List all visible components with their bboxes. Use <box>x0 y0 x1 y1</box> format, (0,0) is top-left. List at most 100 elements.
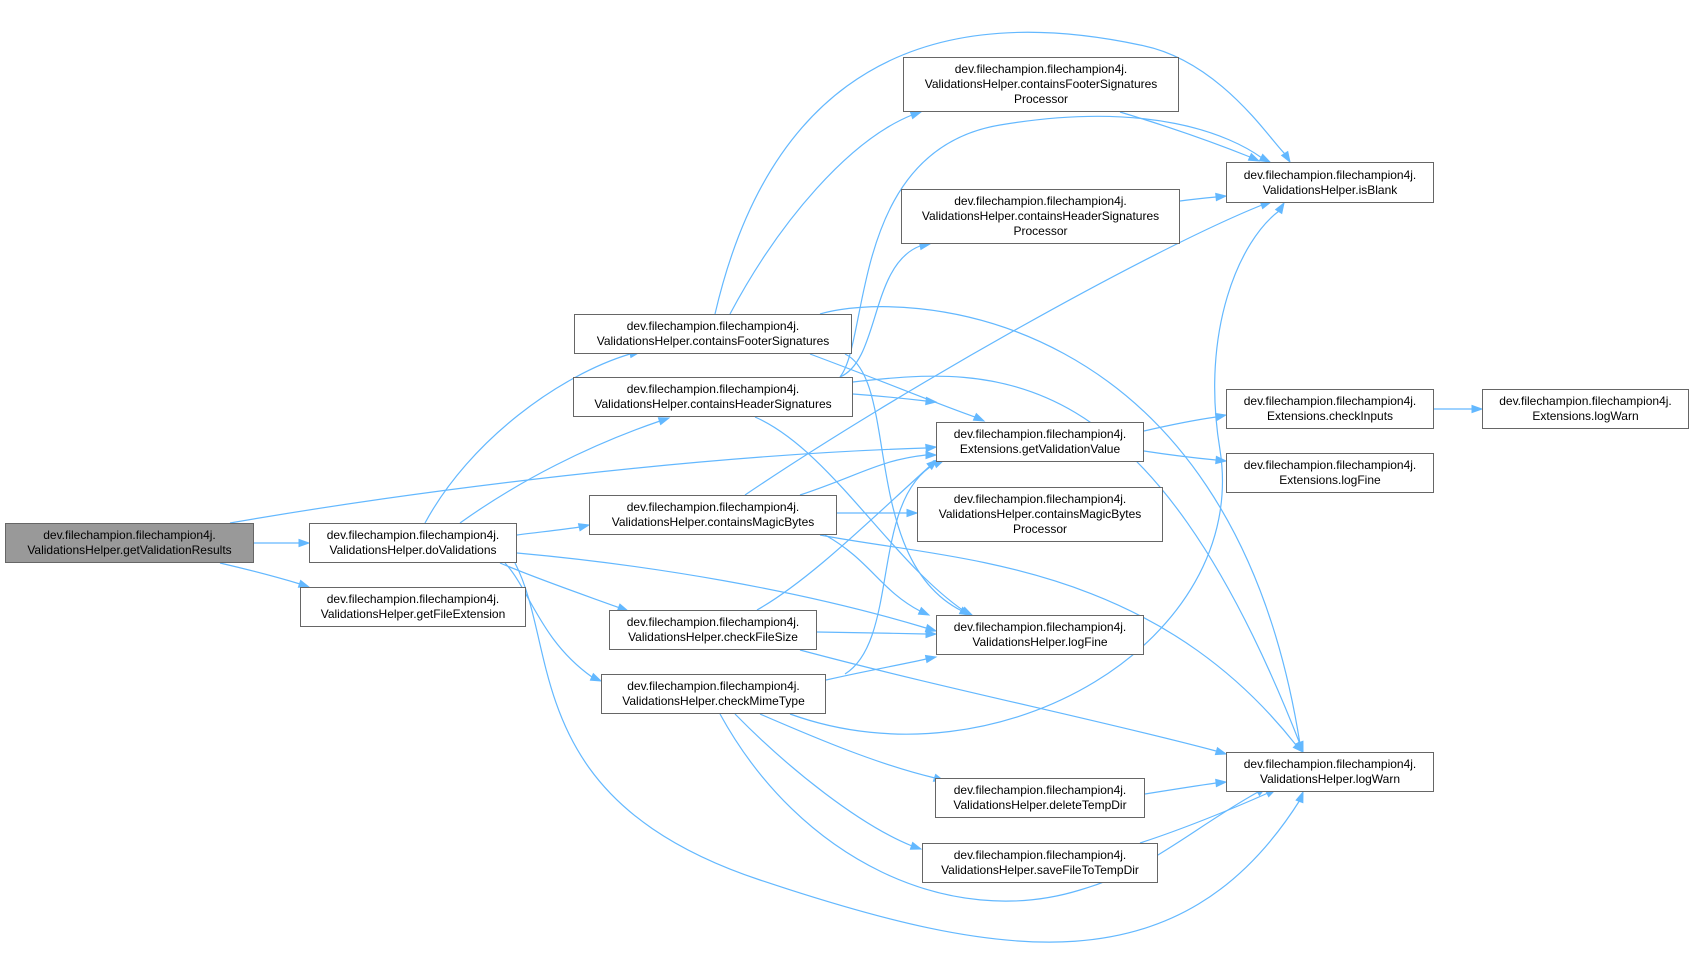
node-label-line2: Extensions.checkInputs <box>1266 409 1394 423</box>
edge-containsMagicBytes-containsMagicBytesProcessor <box>837 508 919 518</box>
edge-arrowhead <box>1215 455 1228 465</box>
edge-arrowhead <box>972 412 986 422</box>
edge-getValidationValue-logFineExt <box>1143 450 1228 465</box>
edge-doValidations-checkMimeType <box>504 562 603 682</box>
node-getValidationValue[interactable]: dev.filechampion.filechampion4j. Extensi… <box>936 422 1144 462</box>
node-label-line3: Processor <box>1013 224 1068 238</box>
node-containsMagicBytes[interactable]: dev.filechampion.filechampion4j. Validat… <box>589 495 837 535</box>
node-checkFileSize[interactable]: dev.filechampion.filechampion4j. Validat… <box>609 610 817 650</box>
edge-line <box>734 713 913 847</box>
node-containsHeaderSignaturesProcessor[interactable]: dev.filechampion.filechampion4j. Validat… <box>901 189 1180 244</box>
node-label-line2: ValidationsHelper.getFileExtension <box>320 607 506 621</box>
node-label-line3: Processor <box>1013 92 1069 106</box>
edge-line <box>229 447 927 524</box>
edge-arrowhead <box>1292 741 1305 754</box>
edge-line <box>799 454 927 496</box>
node-containsFooterSignaturesProcessor[interactable]: dev.filechampion.filechampion4j. Validat… <box>903 57 1179 112</box>
edge-arrowhead <box>1214 412 1228 422</box>
edge-arrowhead <box>298 538 311 548</box>
edge-containsMagicBytes-getValidationValue <box>799 450 938 496</box>
edge-containsMagicBytes-logWarnVH <box>819 534 1305 754</box>
node-label-line2: ValidationsHelper.deleteTempDir <box>953 798 1127 812</box>
node-logFineVH[interactable]: dev.filechampion.filechampion4j. Validat… <box>936 615 1144 655</box>
edge-getValidationResults-getFileExtension <box>219 562 311 588</box>
edge-checkFileSize-logWarnVH <box>799 649 1228 756</box>
node-logFineExt[interactable]: dev.filechampion.filechampion4j. Extensi… <box>1226 453 1434 493</box>
node-saveFileToTempDir[interactable]: dev.filechampion.filechampion4j. Validat… <box>922 843 1158 883</box>
node-checkMimeType[interactable]: dev.filechampion.filechampion4j. Validat… <box>601 674 826 714</box>
node-label-line2: ValidationsHelper.containsMagicBytes <box>938 507 1142 521</box>
edge-arrowhead <box>925 396 938 406</box>
node-containsFooterSignatures[interactable]: dev.filechampion.filechampion4j. Validat… <box>574 314 852 354</box>
node-label-line2: ValidationsHelper.logWarn <box>1259 772 1401 786</box>
edge-line <box>744 204 1263 496</box>
node-label-line2: ValidationsHelper.logFine <box>972 635 1108 649</box>
edge-arrowhead <box>1274 201 1285 215</box>
edge-line <box>1119 111 1251 158</box>
edge-line <box>844 353 963 612</box>
edge-line <box>719 713 1259 902</box>
node-containsHeaderSignatures[interactable]: dev.filechampion.filechampion4j. Validat… <box>573 377 853 417</box>
node-label-line1: dev.filechampion.filechampion4j. <box>1243 167 1417 182</box>
node-label-line1: dev.filechampion.filechampion4j. <box>954 62 1128 76</box>
edge-arrowhead <box>589 672 603 682</box>
edge-doValidations-logWarnVH <box>514 562 1304 943</box>
edge-containsMagicBytes-isBlank <box>744 201 1273 496</box>
edge-containsHeaderSignatures-containsHeaderSignaturesProcessor <box>839 241 932 378</box>
edge-line <box>516 552 927 629</box>
edge-arrowhead <box>925 443 938 453</box>
node-label-line2: Extensions.logWarn <box>1532 409 1639 423</box>
node-containsMagicBytesProcessor[interactable]: dev.filechampion.filechampion4j. Validat… <box>917 487 1163 542</box>
edge-line <box>729 114 913 315</box>
edge-line <box>825 658 927 681</box>
node-checkInputs[interactable]: dev.filechampion.filechampion4j. Extensi… <box>1226 389 1434 429</box>
edge-arrowhead <box>1214 746 1228 756</box>
node-label-line2: ValidationsHelper.checkFileSize <box>628 630 798 644</box>
edge-containsMagicBytes-logFineVH <box>824 534 931 616</box>
node-label-line1: dev.filechampion.filechampion4j. <box>626 382 800 396</box>
node-label-line1: dev.filechampion.filechampion4j. <box>1243 394 1417 408</box>
node-label-line2: ValidationsHelper.containsHeaderSignatur… <box>594 397 832 411</box>
edge-checkMimeType-saveFileToTempDir <box>734 713 923 850</box>
node-getValidationResults: dev.filechampion.filechampion4j. Validat… <box>5 523 254 563</box>
node-logWarnExt[interactable]: dev.filechampion.filechampion4j. Extensi… <box>1482 389 1689 429</box>
node-getFileExtension[interactable]: dev.filechampion.filechampion4j. Validat… <box>300 587 526 627</box>
edge-line <box>809 353 976 418</box>
node-label-line2: ValidationsHelper.containsFooterSignatur… <box>596 334 830 348</box>
node-label-line1: dev.filechampion.filechampion4j. <box>626 500 800 514</box>
edge-line <box>1139 792 1269 844</box>
node-logWarnVH[interactable]: dev.filechampion.filechampion4j. Validat… <box>1226 752 1434 792</box>
node-isBlank[interactable]: dev.filechampion.filechampion4j. Validat… <box>1226 162 1434 203</box>
node-doValidations[interactable]: dev.filechampion.filechampion4j. Validat… <box>309 523 517 563</box>
edge-line <box>516 526 581 536</box>
node-label-line2: ValidationsHelper.containsMagicBytes <box>611 515 815 529</box>
edge-line <box>824 534 921 612</box>
edge-checkInputs-logWarnExt <box>1434 404 1484 414</box>
node-label-line1: dev.filechampion.filechampion4j. <box>953 492 1127 506</box>
node-deleteTempDir[interactable]: dev.filechampion.filechampion4j. Validat… <box>935 778 1145 818</box>
node-label-line2: ValidationsHelper.doValidations <box>329 543 497 557</box>
edge-containsFooterSignatures-containsFooterSignaturesProcessor <box>729 111 923 315</box>
edge-arrowhead <box>1215 192 1228 202</box>
node-label-line1: dev.filechampion.filechampion4j. <box>1499 394 1672 408</box>
edge-containsFooterSignatures-logFineVH <box>844 353 972 616</box>
edge-line <box>844 463 936 675</box>
edge-containsHeaderSignatures-isBlank <box>839 115 1272 378</box>
edge-getValidationValue-checkInputs <box>1143 412 1228 432</box>
node-label-line2: ValidationsHelper.isBlank <box>1262 182 1398 197</box>
edge-arrowhead <box>657 417 671 426</box>
edge-line <box>514 562 1301 943</box>
edge-deleteTempDir-logWarnVH <box>1144 778 1228 795</box>
node-label-line1: dev.filechampion.filechampion4j. <box>626 319 800 333</box>
edge-line <box>756 465 931 611</box>
node-label-line2: ValidationsHelper.containsFooterSignatur… <box>924 77 1158 91</box>
edge-arrowhead <box>906 508 919 518</box>
edge-arrowhead <box>1295 790 1304 804</box>
edge-checkFileSize-logFineVH <box>816 629 938 639</box>
edge-doValidations-containsHeaderSignatures <box>459 417 671 524</box>
edge-line <box>819 534 1297 746</box>
edge-arrowhead <box>924 654 938 664</box>
node-label-line2: ValidationsHelper.saveFileToTempDir <box>941 863 1139 877</box>
node-label-line1: dev.filechampion.filechampion4j. <box>1243 458 1417 472</box>
